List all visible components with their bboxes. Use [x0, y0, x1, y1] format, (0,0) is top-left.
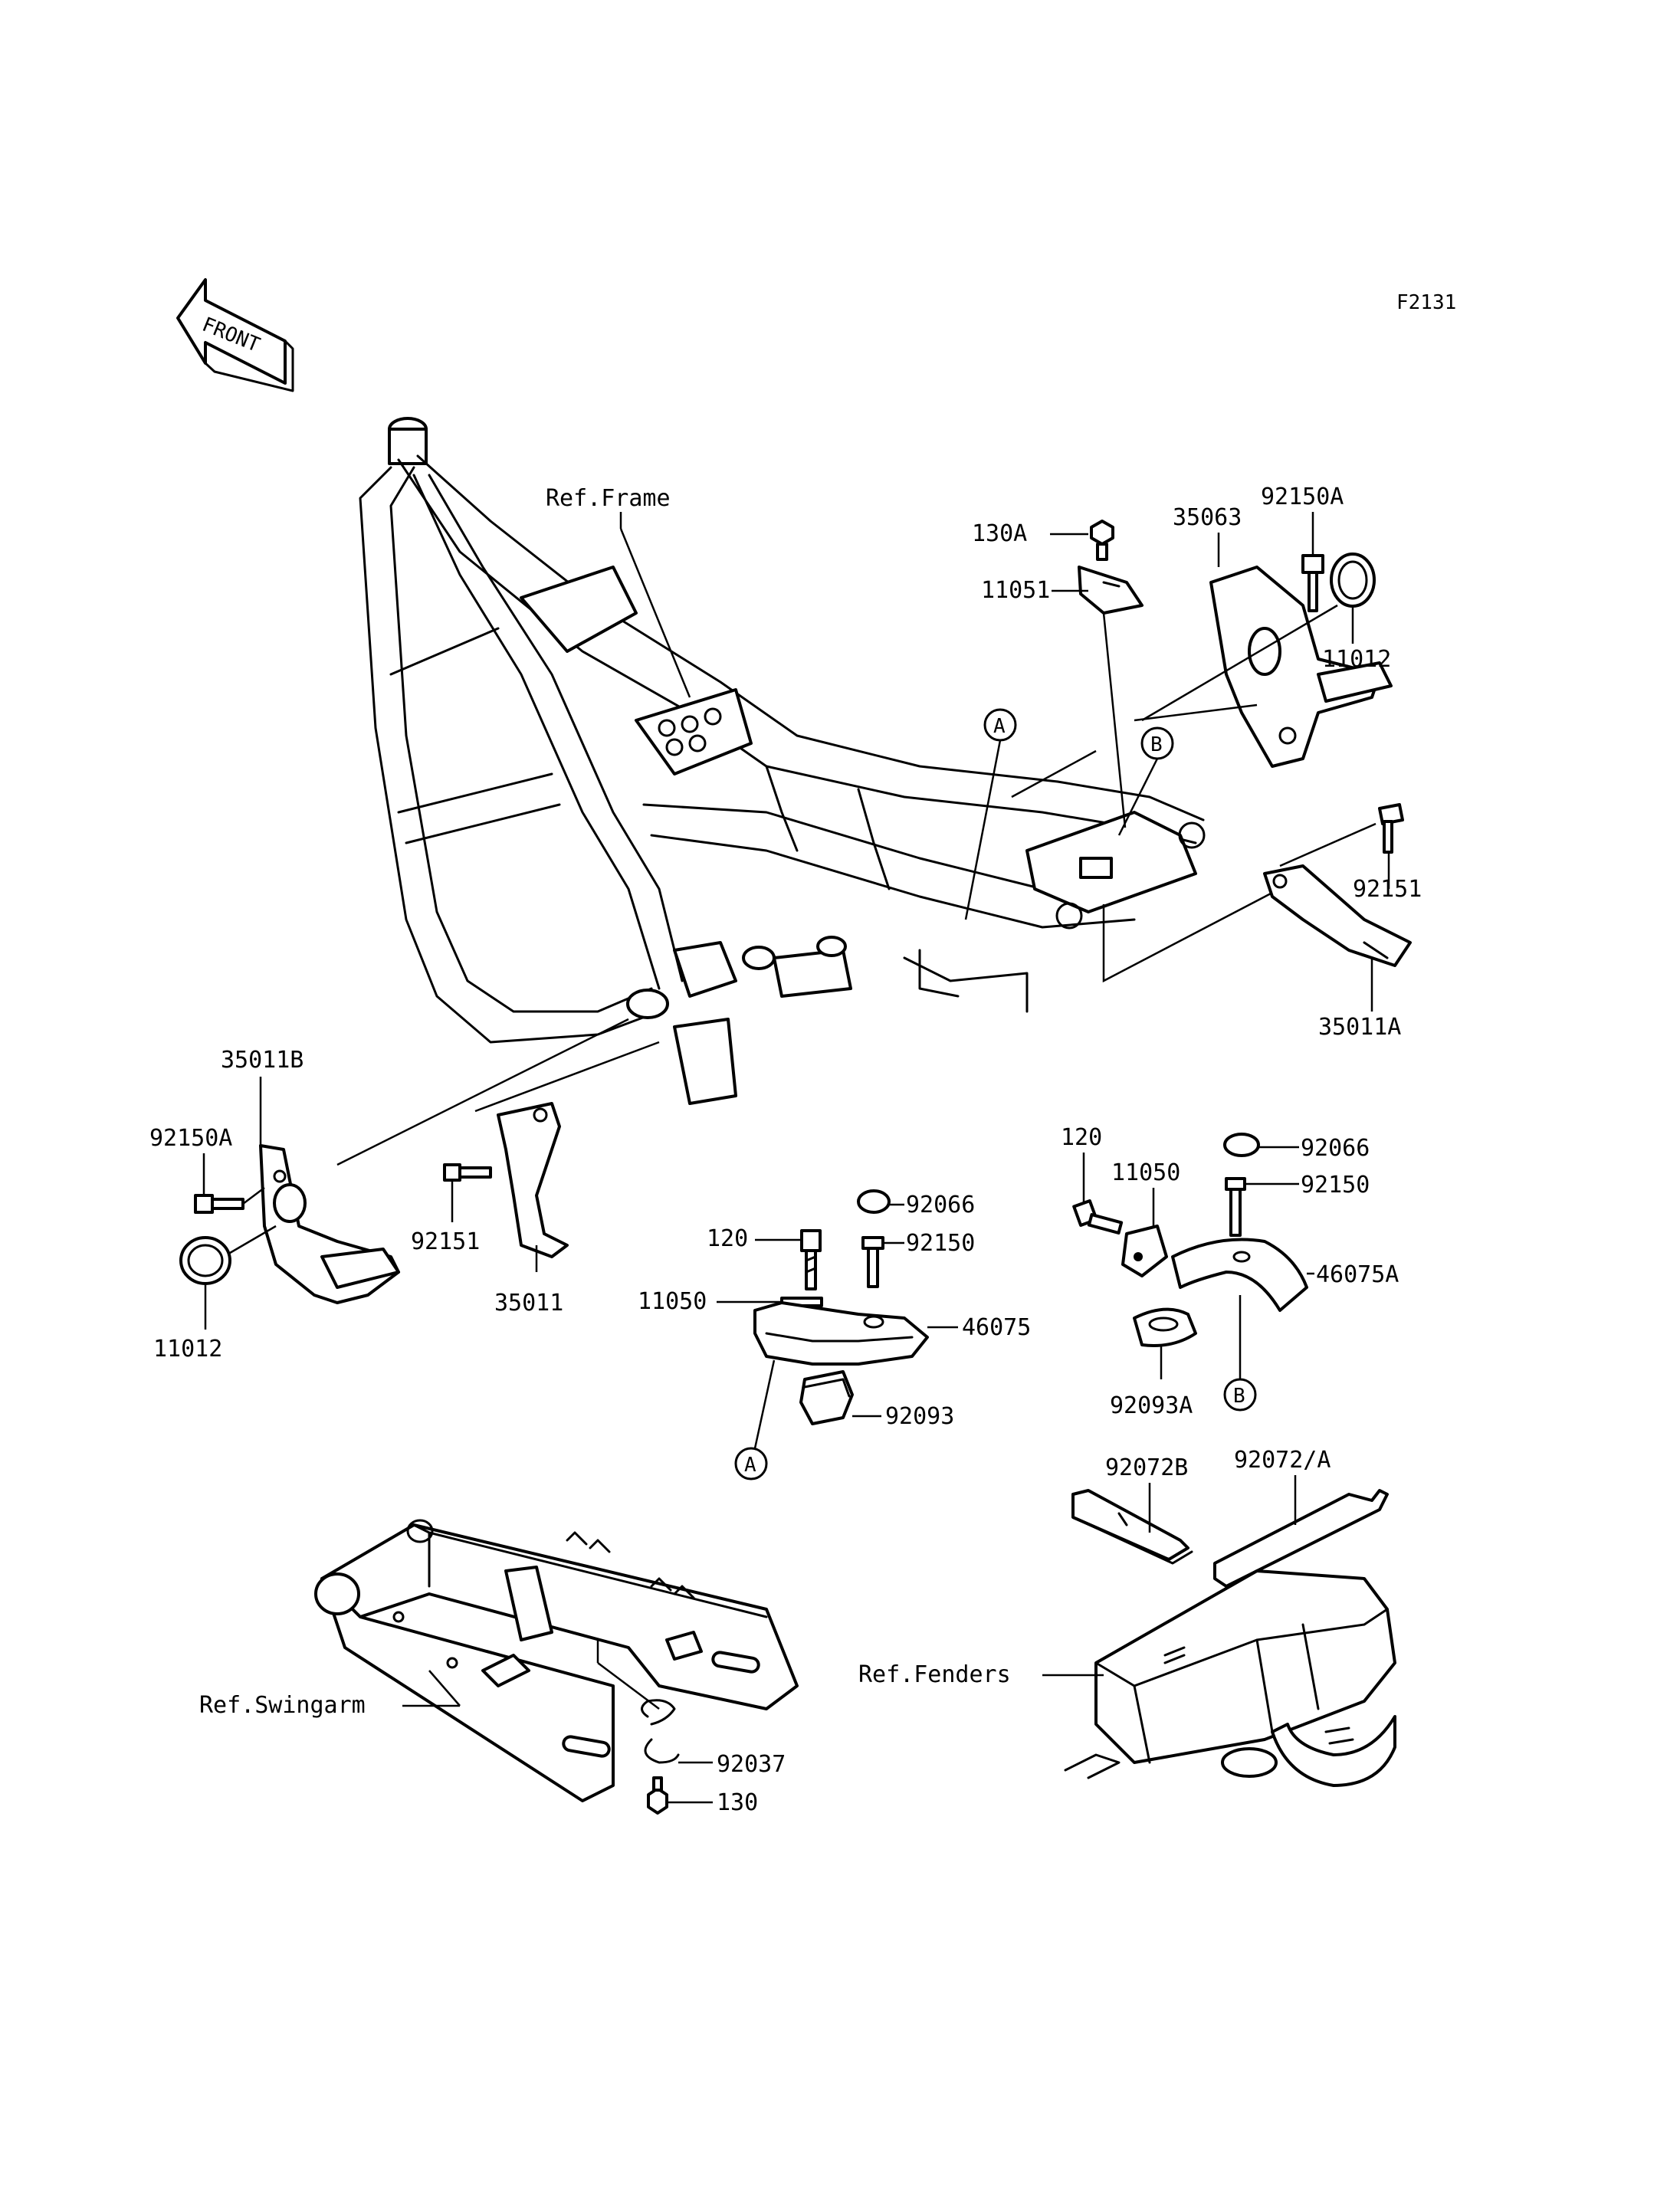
guide-46075-icon: [753, 1301, 929, 1366]
bracket-35011-icon: [497, 1102, 569, 1258]
part-92151-left: 92151: [411, 1228, 480, 1255]
part-35063: 35063: [1173, 504, 1242, 531]
block-11050-right-icon: [1121, 1225, 1168, 1277]
part-92072b: 92072B: [1105, 1454, 1188, 1481]
part-35011b: 35011B: [221, 1047, 304, 1074]
svg-text:A: A: [744, 1454, 756, 1477]
part-11012-left: 11012: [153, 1336, 222, 1362]
bolt-92150-mid-icon: [861, 1236, 884, 1288]
part-35011: 35011: [494, 1290, 563, 1317]
part-92093: 92093: [885, 1403, 954, 1430]
svg-text:B: B: [1233, 1385, 1245, 1408]
part-11012-top: 11012: [1322, 646, 1391, 673]
bolt-92150a-left-icon: [194, 1194, 244, 1214]
diagram-code: F2131: [1396, 291, 1456, 314]
screw-120-right-icon: [1072, 1199, 1124, 1235]
bolt-92151-right-icon: [1378, 803, 1404, 854]
part-120-mid: 120: [707, 1225, 748, 1252]
bolt-92150a-top-icon: [1301, 554, 1324, 612]
cap-92066-mid-icon: [857, 1189, 891, 1214]
callout-b-top-icon: B: [1140, 726, 1174, 760]
damper-92093a-icon: [1133, 1307, 1197, 1347]
clip-92037-icon: [641, 1699, 680, 1764]
svg-text:A: A: [993, 715, 1006, 738]
part-92150a-left: 92150A: [149, 1125, 232, 1152]
part-92150-mid: 92150: [906, 1230, 975, 1257]
callout-a-top-icon: A: [983, 708, 1017, 742]
ref-swingarm-label: Ref.Swingarm: [199, 1692, 366, 1719]
fenders-illustration: [1064, 1569, 1396, 1787]
part-35011a: 35011A: [1318, 1014, 1401, 1041]
ref-fenders-label: Ref.Fenders: [858, 1661, 1011, 1688]
frame-illustration: [359, 417, 1206, 1105]
part-11050-right: 11050: [1111, 1159, 1180, 1186]
guide-46075a-icon: [1171, 1238, 1308, 1312]
part-46075a: 46075A: [1316, 1261, 1399, 1288]
part-92066-mid: 92066: [906, 1192, 975, 1218]
part-11051: 11051: [981, 577, 1050, 604]
bracket-35011a-icon: [1263, 864, 1412, 967]
part-92066-right: 92066: [1301, 1135, 1370, 1162]
bolt-92150-right-icon: [1225, 1177, 1246, 1237]
part-92072a: 92072/A: [1234, 1447, 1331, 1474]
part-92093a: 92093A: [1110, 1392, 1193, 1419]
footpeg-bracket-35011b-icon: [259, 1144, 400, 1304]
part-92037: 92037: [717, 1751, 786, 1778]
part-11050-mid: 11050: [638, 1288, 707, 1315]
part-92151-right: 92151: [1353, 876, 1422, 903]
swingarm-illustration: [314, 1519, 799, 1802]
ref-frame-label: Ref.Frame: [546, 485, 671, 512]
bracket-11051-icon: [1078, 566, 1144, 615]
cap-11012-top-icon: [1330, 553, 1376, 608]
screw-120-mid-icon: [800, 1229, 822, 1290]
part-92150-right: 92150: [1301, 1172, 1370, 1199]
front-arrow-icon: FRONT: [176, 278, 294, 392]
bolt-92151-left-icon: [443, 1163, 492, 1182]
part-92150a-top: 92150A: [1261, 484, 1344, 510]
callout-a-bottom-icon: A: [734, 1447, 768, 1481]
cap-11012-left-icon: [179, 1236, 231, 1285]
bolt-130a-icon: [1090, 520, 1114, 561]
bolt-130-icon: [647, 1776, 668, 1815]
callout-b-bottom-icon: B: [1223, 1378, 1257, 1412]
part-130a: 130A: [972, 520, 1027, 547]
cap-92066-right-icon: [1223, 1133, 1260, 1157]
damper-92093-icon: [799, 1370, 854, 1425]
part-46075: 46075: [962, 1314, 1031, 1341]
part-120-right: 120: [1061, 1124, 1102, 1151]
svg-text:B: B: [1150, 733, 1163, 756]
part-130: 130: [717, 1789, 758, 1816]
strip-92072b-icon: [1071, 1489, 1193, 1565]
